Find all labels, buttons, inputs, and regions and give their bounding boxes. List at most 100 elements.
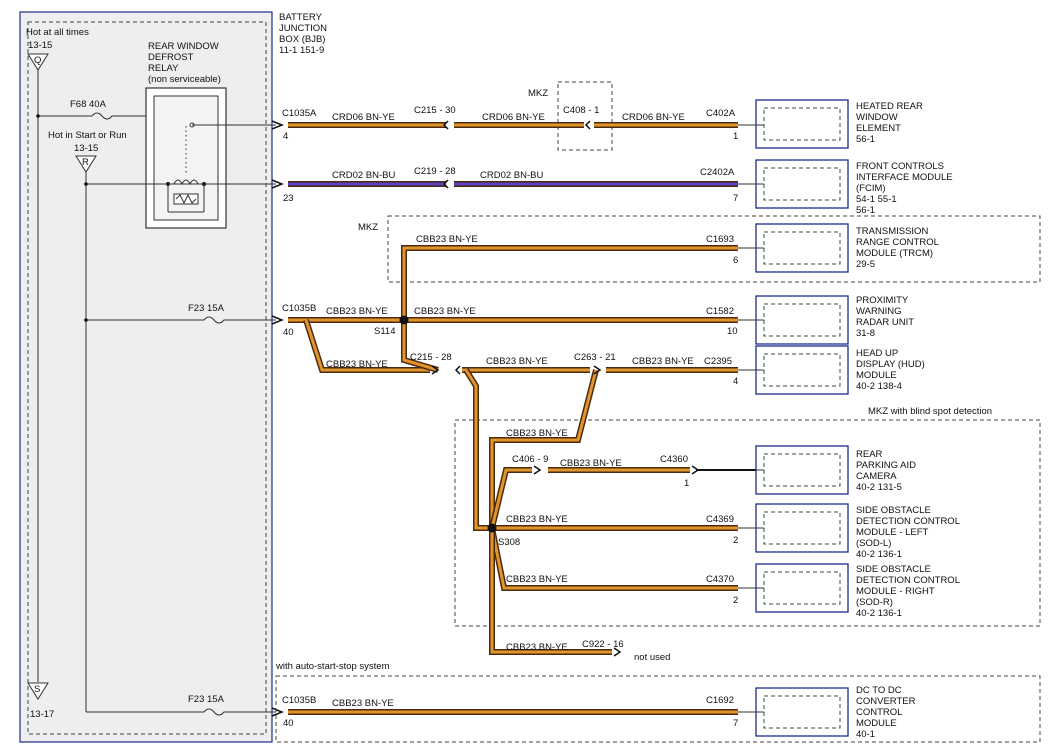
component-label-line: MODULE - RIGHT — [856, 586, 935, 597]
junction-dot — [84, 318, 88, 322]
connector-c2395: C2395 — [704, 356, 732, 367]
connector-c1693-pin: 6 — [733, 255, 738, 266]
connector-c1692-pin: 7 — [733, 718, 738, 729]
splice-s308-label: S308 — [498, 537, 520, 548]
connector-c2402a-pin: 7 — [733, 193, 738, 204]
connector-c922-16: C922 - 16 — [582, 639, 624, 650]
connector-arrow-icon — [442, 120, 449, 130]
bjb-title-line-2: JUNCTION — [279, 23, 327, 34]
component-label-line: MODULE (TRCM) — [856, 248, 933, 259]
component-label-line: 29-5 — [856, 259, 875, 270]
mkz-option-box-trcm — [387, 215, 1041, 283]
relay-label-line-1: REAR WINDOW — [148, 41, 219, 52]
component-label-line: FRONT CONTROLS — [856, 161, 944, 172]
fuse-f23-label: F23 15A — [188, 303, 225, 314]
hot-at-all-times-label: Hot at all times — [26, 27, 89, 38]
component-label-line: 56-1 — [856, 205, 875, 216]
component-label-line: 40-2 136-1 — [856, 549, 902, 560]
component-hud: HEAD UP DISPLAY (HUD) MODULE 40-2 138-4 — [755, 345, 925, 395]
connector-c219-28: C219 - 28 — [414, 166, 456, 177]
component-label-line: 31-8 — [856, 328, 875, 339]
connector-23-pin: 23 — [283, 193, 294, 204]
fuse-f23-bottom-label: F23 15A — [188, 694, 225, 705]
component-label-line: 40-1 — [856, 729, 875, 740]
blind-spot-option-box — [454, 419, 1041, 627]
component-label-line: 56-1 — [856, 134, 875, 145]
bjb-title-line-3: BOX (BJB) — [279, 34, 325, 45]
circuit-cbb23-11: CBB23 BN-YE — [332, 698, 394, 709]
connector-c4369: C4369 — [706, 514, 734, 525]
fuse-f23-icon — [86, 316, 276, 324]
connector-c215-30: C215 - 30 — [414, 105, 456, 116]
circuit-cbb23-4: CBB23 BN-YE — [486, 356, 548, 367]
connector-arrow-icon — [271, 315, 285, 325]
bjb-inner-outline — [27, 21, 267, 735]
fuse-f68-label: F68 40A — [70, 99, 107, 110]
component-label-line: (SOD-L) — [856, 538, 891, 549]
circuit-crd02-1: CRD02 BN-BU — [332, 170, 395, 181]
connector-c1035b-pin: 40 — [283, 327, 294, 338]
circuit-cbb23-1: CBB23 BN-YE — [326, 306, 388, 317]
bjb-title-line-1: BATTERY — [279, 12, 323, 23]
connector-c1693: C1693 — [706, 234, 734, 245]
component-label-line: HEAD UP — [856, 348, 898, 359]
connector-c4370: C4370 — [706, 574, 734, 585]
connector-c2395-pin: 4 — [733, 376, 738, 387]
component-label-line: MODULE — [856, 370, 897, 381]
fuse-f68-icon — [38, 103, 195, 120]
component-label-line: DC TO DC — [856, 685, 902, 696]
junction-dot — [84, 182, 88, 186]
component-label-line: PARKING AID — [856, 460, 916, 471]
component-label-line: DETECTION CONTROL — [856, 516, 960, 527]
component-label-line: DISPLAY (HUD) — [856, 359, 925, 370]
connector-c1035b-2-pin: 40 — [283, 718, 294, 729]
connector-c402a: C402A — [706, 108, 736, 119]
junction-dot — [36, 114, 40, 118]
component-trcm: TRANSMISSION RANGE CONTROL MODULE (TRCM)… — [755, 223, 939, 273]
terminal-s-label: S — [34, 684, 40, 695]
connector-c1035a-pin: 4 — [283, 131, 288, 142]
connector-c406-9: C406 - 9 — [512, 454, 548, 465]
component-label-line: 40-2 131-5 — [856, 482, 902, 493]
connector-arrow-icon — [271, 120, 285, 130]
component-label-line: DETECTION CONTROL — [856, 575, 960, 586]
circuit-crd02-2: CRD02 BN-BU — [480, 170, 543, 181]
component-label-line: TRANSMISSION — [856, 226, 928, 237]
mkz-label-1: MKZ — [528, 88, 548, 99]
component-label-line: WARNING — [856, 306, 902, 317]
connector-c1692: C1692 — [706, 695, 734, 706]
relay-label-line-2: DEFROST — [148, 52, 194, 63]
circuit-cbb23-8: CBB23 BN-YE — [506, 514, 568, 525]
circuit-cbb23-5: CBB23 BN-YE — [632, 356, 694, 367]
circuit-cbb23-3: CBB23 BN-YE — [326, 359, 388, 370]
component-label-line: ELEMENT — [856, 123, 901, 134]
connector-c4360-pin: 1 — [684, 478, 689, 489]
connector-c408-1: C408 - 1 — [563, 105, 599, 116]
component-fcim: FRONT CONTROLS INTERFACE MODULE (FCIM) 5… — [755, 159, 953, 216]
connector-arrow-icon — [584, 120, 591, 130]
connector-c4360: C4360 — [660, 454, 688, 465]
terminal-r-label: R — [82, 157, 89, 168]
relay-coil-icon — [173, 179, 199, 186]
circuit-crd06-3: CRD06 BN-YE — [622, 112, 685, 123]
connector-arrow-icon — [613, 647, 622, 657]
connector-arrow-icon — [442, 179, 449, 189]
relay-label-line-3: RELAY — [148, 63, 179, 74]
connector-c2402a: C2402A — [700, 167, 735, 178]
component-label-line: HEATED REAR — [856, 101, 923, 112]
component-label-line: CAMERA — [856, 471, 897, 482]
component-label-line: (SOD-R) — [856, 597, 893, 608]
component-heated-rear-window: HEATED REAR WINDOW ELEMENT 56-1 — [755, 99, 923, 149]
component-label-line: SIDE OBSTACLE — [856, 564, 931, 575]
component-label-line: SIDE OBSTACLE — [856, 505, 931, 516]
terminal-r-icon — [75, 155, 97, 173]
splice-s308 — [487, 523, 497, 533]
connector-c263-21: C263 - 21 — [574, 352, 616, 363]
connector-c1035a: C1035A — [282, 108, 317, 119]
circuit-cbb23-7: CBB23 BN-YE — [560, 458, 622, 469]
component-label-line: CONVERTER — [856, 696, 916, 707]
connector-arrow-icon — [533, 465, 542, 475]
component-label-line: REAR — [856, 449, 883, 460]
circuit-crd06-1: CRD06 BN-YE — [332, 112, 395, 123]
